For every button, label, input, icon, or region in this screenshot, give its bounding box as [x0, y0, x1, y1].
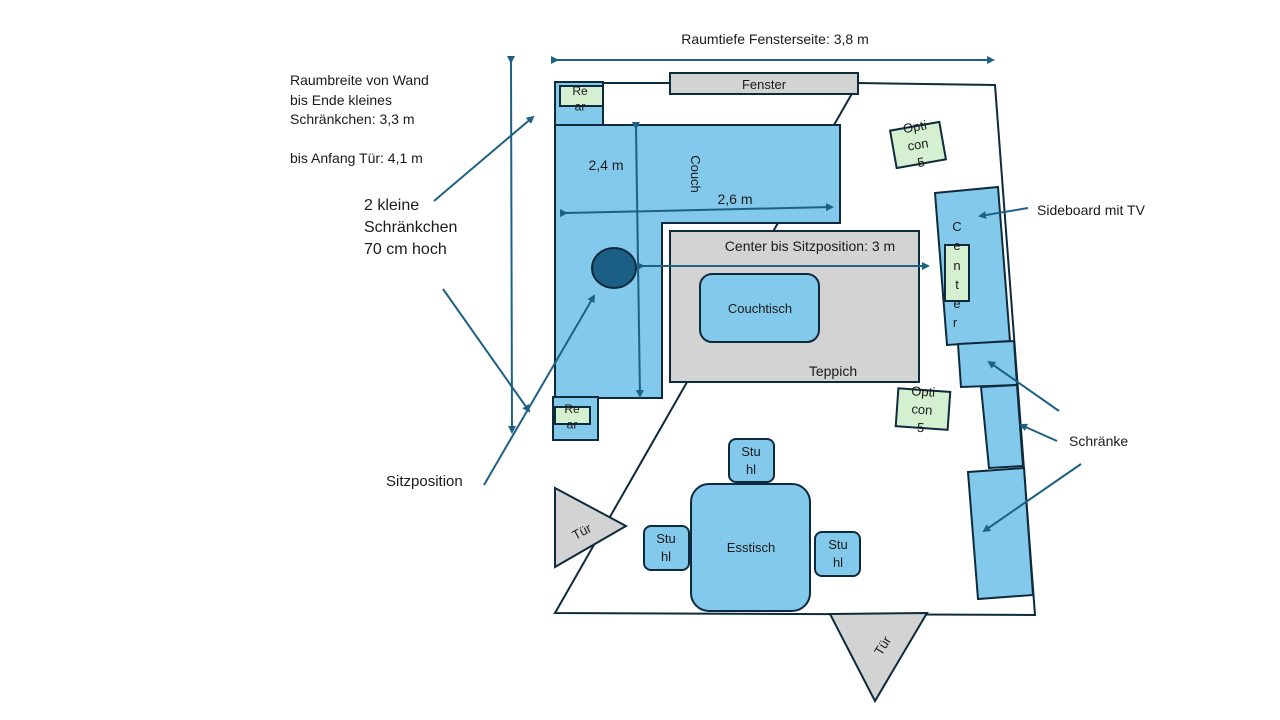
- front-speaker-left: Opticon5: [888, 117, 948, 171]
- seating-position-label: Sitzposition: [386, 473, 463, 490]
- coffee-table: [699, 273, 820, 343]
- couch-length-label: 2,4 m: [588, 157, 623, 173]
- cabinets-arrow-3: [982, 463, 1082, 533]
- sideboard-label: Sideboard mit TV: [1037, 202, 1146, 218]
- couch-width-arrow: [559, 203, 834, 218]
- dining-table-label: Esstisch: [727, 540, 775, 555]
- window: Fenster: [669, 72, 859, 95]
- rug-label: Teppich: [809, 363, 857, 379]
- front-speaker-label: Opticon5: [908, 383, 935, 436]
- cabinets-label: Schränke: [1069, 433, 1128, 449]
- dining-table: [690, 483, 811, 612]
- couch-width-label: 2,6 m: [717, 191, 752, 207]
- window-label: Fenster: [742, 77, 787, 92]
- sideboard-arrow: [978, 207, 1029, 219]
- door-bottom: Tür: [828, 611, 929, 704]
- center-speaker: [944, 244, 970, 302]
- cabinets-arrow-1: [987, 360, 1060, 412]
- cabinet-3: [966, 466, 1035, 601]
- small-cabinets-arrow-top: [433, 115, 535, 202]
- center-to-seat-label: Center bis Sitzposition: 3 m: [725, 238, 895, 254]
- cabinets-arrow-2: [1019, 423, 1058, 442]
- small-cabinets-note: 2 kleine Schränkchen 70 cm hoch: [364, 197, 462, 258]
- small-cabinets-arrow-bottom: [442, 288, 531, 413]
- front-speaker-label: Opticon5: [902, 117, 934, 171]
- cabinet-1: [956, 339, 1019, 389]
- seating-position-arrow: [483, 294, 596, 486]
- room-depth-label: Raumtiefe Fensterseite: 3,8 m: [681, 31, 869, 47]
- room-width-arrow: [506, 55, 516, 434]
- cabinet-2: [979, 383, 1025, 470]
- front-speaker-right: Opticon5: [894, 383, 952, 436]
- room-width-note: Raumbreite von Wand bis Ende kleines Sch…: [290, 72, 433, 166]
- coffee-table-label: Couchtisch: [728, 301, 792, 316]
- listener-position: [591, 247, 637, 289]
- door-left: Tür: [554, 486, 629, 569]
- couch-label: Couch: [688, 155, 703, 193]
